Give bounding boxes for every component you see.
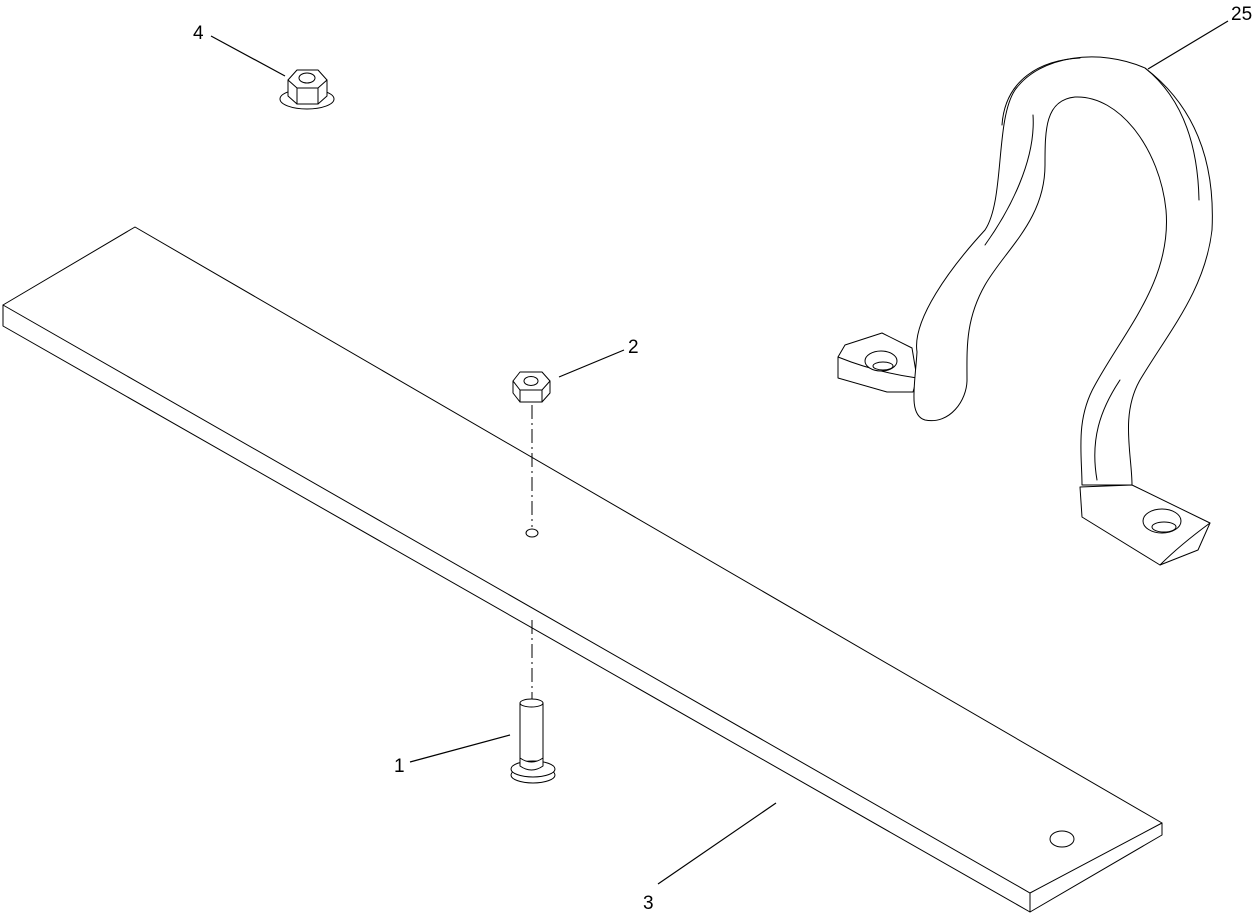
flat-bar	[2, 226, 1163, 913]
leader-25	[1147, 20, 1229, 70]
callout-1: 1	[394, 756, 405, 777]
handle-strap	[837, 56, 1213, 566]
flange-nut	[279, 69, 335, 110]
callout-3: 3	[643, 893, 654, 914]
hex-nut	[512, 371, 551, 403]
screw	[510, 698, 556, 784]
leader-3	[657, 802, 777, 885]
callout-4: 4	[193, 23, 204, 44]
leader-1	[409, 734, 511, 763]
callout-2: 2	[628, 337, 639, 358]
leader-4	[210, 35, 286, 77]
callout-25: 25	[1231, 4, 1252, 25]
leader-2	[558, 349, 625, 378]
